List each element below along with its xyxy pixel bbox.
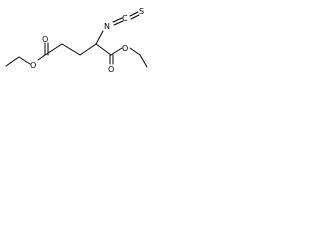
atom-ester-oxygen-right: O	[122, 44, 128, 53]
bond-left-oxygen-to-carbonyl	[37, 54, 46, 61]
atom-carbonyl-oxygen-left: O	[42, 35, 48, 44]
bond-alpha-to-nitrogen	[95, 30, 104, 45]
atom-isothiocyanate-carbon: C	[122, 14, 128, 23]
atom-nitrogen: N	[104, 22, 110, 31]
bond-right-oxygen-to-ethyl	[129, 47, 141, 56]
molecule-canvas: O O N C S O O	[0, 0, 150, 77]
atom-ester-oxygen-left: O	[30, 61, 36, 70]
bond-carbonyl-to-ch2-a	[44, 43, 63, 56]
atom-sulfur: S	[139, 7, 144, 16]
bond-n-c-double-a	[112, 17, 123, 23]
bond-right-methyl	[139, 54, 148, 68]
bond-alpha-to-right-carbonyl	[95, 43, 112, 56]
bond-c-s-double-b	[130, 14, 140, 20]
bond-left-ethyl-to-oxygen	[18, 56, 31, 65]
bond-c-s-double-a	[129, 11, 139, 17]
bond-right-carbonyl-to-oxygen	[110, 47, 123, 56]
atom-carbonyl-oxygen-right: O	[108, 65, 114, 74]
bond-ch2-to-ch2-b	[61, 43, 81, 56]
bond-n-c-double-b	[113, 20, 124, 26]
bond-ch2-to-alpha-carbon	[79, 43, 97, 56]
bond-left-methyl	[5, 56, 20, 67]
structure-drawing: O O N C S O O	[5, 7, 148, 74]
